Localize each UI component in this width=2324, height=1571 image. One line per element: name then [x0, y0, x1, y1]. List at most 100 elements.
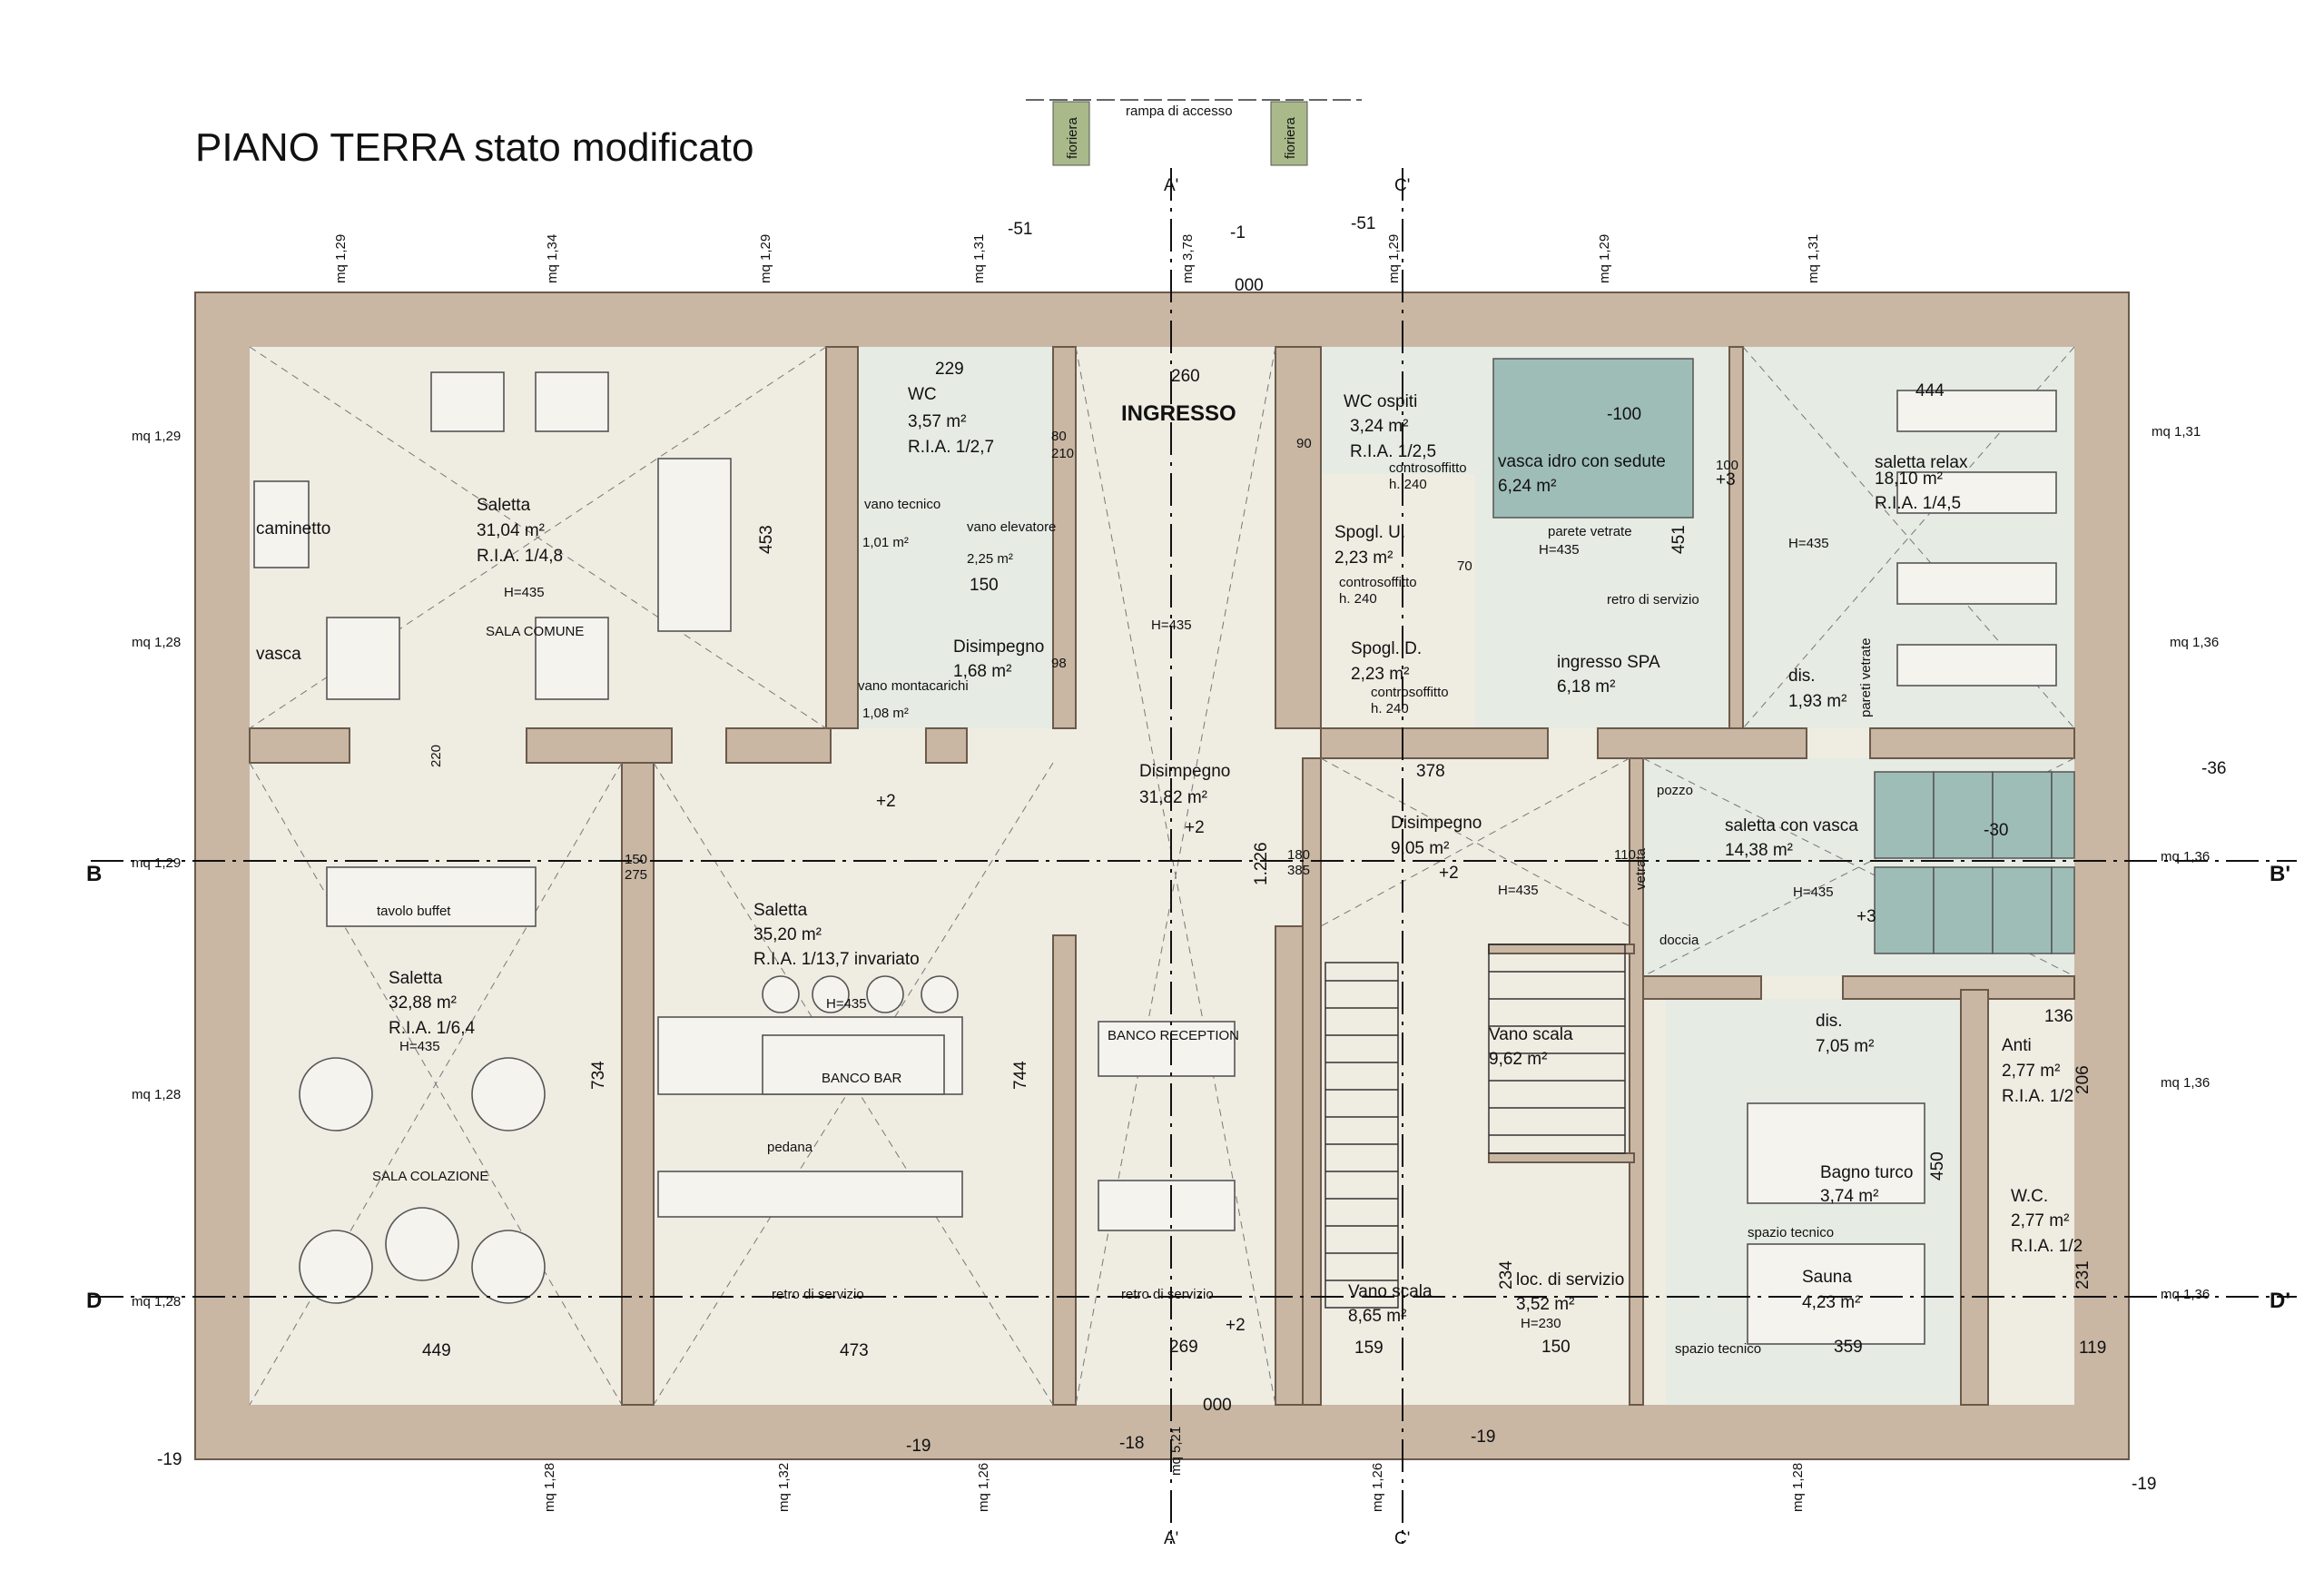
- disimpegno1-name: Disimpegno: [953, 637, 1044, 657]
- win-left-3: mq 1,29: [132, 855, 181, 871]
- section-axes: [91, 99, 2297, 1544]
- section-a-top: A': [1164, 176, 1178, 195]
- door-150: 150: [625, 852, 647, 867]
- win-left-1: mq 1,29: [132, 429, 181, 444]
- ingresso-name: INGRESSO: [1121, 401, 1236, 426]
- saletta3-w: 473: [840, 1341, 869, 1360]
- loc-servizio-w: 150: [1541, 1338, 1571, 1357]
- vetrata-label: vetrata: [1633, 847, 1649, 890]
- saletta1-h: H=435: [504, 585, 545, 600]
- door-110: 110: [1614, 847, 1636, 863]
- saletta2-area: 32,88 m²: [389, 993, 457, 1013]
- section-b-left: B: [86, 862, 102, 886]
- win-left-2: mq 1,28: [132, 635, 181, 650]
- saletta3-ria: R.I.A. 1/13,7 invariato: [753, 950, 920, 969]
- wc2-ria: R.I.A. 1/2: [2011, 1237, 2083, 1256]
- spogl-u-name: Spogl. U.: [1334, 523, 1405, 542]
- section-a-bottom: A': [1164, 1529, 1178, 1548]
- furniture: [253, 371, 2057, 1345]
- level-10: -19: [2132, 1475, 2156, 1494]
- saletta3-dim: 744: [1011, 1061, 1030, 1090]
- disimpegno3-w: 378: [1416, 762, 1445, 781]
- spa-elements: [1492, 358, 2075, 954]
- reception-level: +2: [1226, 1316, 1246, 1335]
- win-top-5: mq 3,78: [1180, 234, 1196, 283]
- door-210: 210: [1051, 446, 1074, 461]
- saletta2-w: 449: [422, 1341, 451, 1360]
- anti-name: Anti: [2002, 1036, 2032, 1055]
- sauna-area: 4,23 m²: [1802, 1293, 1860, 1312]
- ramp-label: rampa di accesso: [1126, 104, 1233, 119]
- ingresso-w: 260: [1171, 367, 1200, 386]
- anti-ria: R.I.A. 1/2: [2002, 1087, 2073, 1106]
- section-d-left: D: [86, 1289, 102, 1313]
- dis2-area: 7,05 m²: [1816, 1037, 1874, 1056]
- disimpegno3-level: +2: [1439, 864, 1459, 883]
- win-bot-5: mq 1,26: [1370, 1463, 1385, 1512]
- relax-h: H=435: [1788, 536, 1829, 551]
- spogl-d-area: 2,23 m²: [1351, 665, 1409, 684]
- win-bot-6: mq 1,28: [1790, 1463, 1806, 1512]
- door-385: 385: [1287, 863, 1310, 878]
- sauna-w: 359: [1834, 1338, 1863, 1357]
- vasca-idro-dim: 451: [1669, 525, 1689, 554]
- win-right-3: mq 1,36: [2161, 849, 2210, 865]
- reception-w: 269: [1169, 1338, 1198, 1357]
- pedana-label: pedana: [767, 1140, 813, 1155]
- level-1: -51: [1008, 220, 1032, 239]
- section-c-top: C': [1394, 176, 1410, 195]
- relax-w: 444: [1915, 381, 1945, 400]
- level-11: -36: [2201, 759, 2226, 778]
- relax-area: 18,10 m²: [1875, 469, 1943, 489]
- loc-servizio-area: 3,52 m²: [1516, 1295, 1574, 1314]
- spogl-u-csh: h. 240: [1339, 591, 1377, 607]
- sauna-name: Sauna: [1802, 1268, 1852, 1287]
- win-bot-4: mq 5,21: [1168, 1427, 1184, 1476]
- vasca-idro-area: 6,24 m²: [1498, 477, 1556, 496]
- dis1-pareti: pareti vetrate: [1858, 637, 1874, 717]
- vano-tecnico-area: 1,01 m²: [862, 535, 909, 550]
- doccia-label: doccia: [1659, 933, 1699, 948]
- saletta-vasca-area: 14,38 m²: [1725, 841, 1793, 860]
- disimpegno2-area: 31,82 m²: [1139, 788, 1207, 807]
- level-3: -51: [1351, 214, 1375, 233]
- disimpegno2-d: 1.226: [1252, 842, 1271, 885]
- disimpegno3-h: H=435: [1498, 883, 1539, 898]
- disimpegno1-area: 1,68 m²: [953, 662, 1011, 681]
- reception-name: BANCO RECEPTION: [1108, 1028, 1239, 1043]
- sauna-st: spazio tecnico: [1675, 1341, 1761, 1357]
- loc-servizio-name: loc. di servizio: [1516, 1270, 1624, 1289]
- vano-elevatore-d: 150: [970, 576, 999, 595]
- spogl-d-csh: h. 240: [1371, 701, 1409, 716]
- door-80: 80: [1051, 429, 1067, 444]
- section-b-right: B': [2270, 862, 2290, 886]
- wc-ria: R.I.A. 1/2,7: [908, 438, 994, 457]
- interior-walls: [249, 346, 2075, 1406]
- wc-ospiti-csh: h. 240: [1389, 477, 1427, 492]
- door-98: 98: [1051, 656, 1067, 671]
- door-70: 70: [1457, 558, 1472, 574]
- vano-scala2-w: 159: [1354, 1339, 1384, 1358]
- saletta-vasca-level: -30: [1984, 821, 2008, 840]
- disimpegno2-level: +2: [1185, 818, 1205, 837]
- saletta-vasca-level2: +3: [1856, 907, 1876, 926]
- win-right-5: mq 1,36: [2161, 1287, 2210, 1302]
- vasca-idro-parete: parete vetrate: [1548, 524, 1632, 539]
- spogl-u-cs: controsoffitto: [1339, 575, 1417, 590]
- win-bot-1: mq 1,28: [542, 1463, 557, 1512]
- saletta1-ria: R.I.A. 1/4,8: [477, 547, 563, 566]
- vasca-label: vasca: [256, 645, 301, 664]
- win-top-2: mq 1,34: [545, 234, 560, 283]
- disimpegno3-area: 9,05 m²: [1391, 839, 1449, 858]
- planter-left: fioriera: [1065, 116, 1080, 159]
- saletta2-label: SALA COLAZIONE: [372, 1169, 488, 1184]
- anti-d: 206: [2073, 1065, 2093, 1094]
- disimpegno3-name: Disimpegno: [1391, 814, 1482, 833]
- spogl-d-cs: controsoffitto: [1371, 685, 1449, 700]
- section-d-right: D': [2270, 1289, 2290, 1313]
- saletta3-level: +2: [876, 792, 896, 811]
- vano-scala2-name: Vano scala: [1348, 1282, 1433, 1301]
- win-right-1: mq 1,31: [2152, 424, 2201, 440]
- wc-ospiti-cs: controsoffitto: [1389, 460, 1467, 476]
